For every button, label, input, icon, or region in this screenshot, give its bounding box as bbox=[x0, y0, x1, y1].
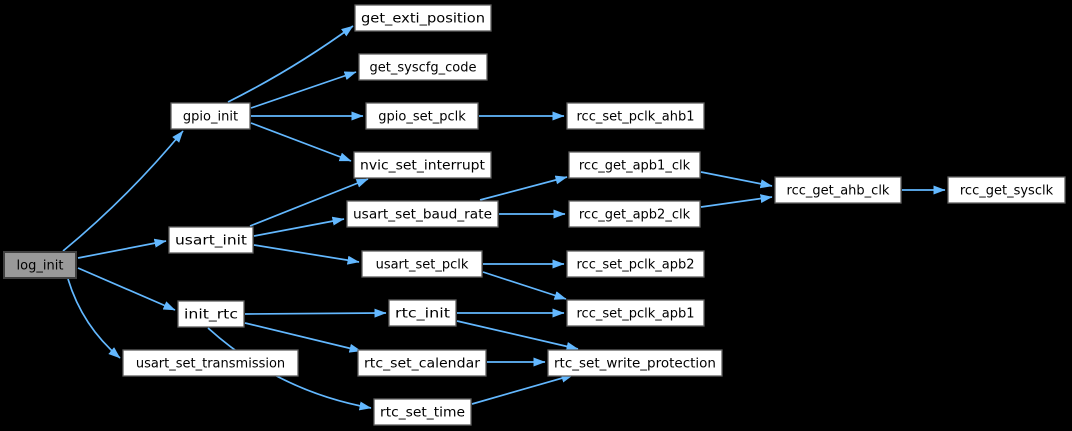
edge-init_rtc-to-rtc_init bbox=[244, 308, 387, 318]
edge-rcc_get_apb1_clk-to-rcc_get_ahb_clk bbox=[700, 171, 773, 189]
edge-gpio_init-to-get_syscfg_code bbox=[250, 71, 357, 109]
node-box-rcc_get_sysclk[interactable] bbox=[947, 176, 1066, 204]
node-rcc_get_apb1_clk[interactable]: rcc_get_apb1_clk bbox=[568, 151, 701, 179]
node-get_exti_position[interactable]: get_exti_position bbox=[354, 4, 492, 32]
node-gpio_init[interactable]: gpio_init bbox=[170, 102, 251, 130]
node-label-usart_set_pclk: usart_set_pclk bbox=[376, 258, 469, 273]
edge-rtc_init-to-rtc_set_write_protection bbox=[456, 320, 579, 351]
node-label-rcc_set_pclk_apb1: rcc_set_pclk_apb1 bbox=[576, 307, 694, 322]
node-nvic_set_interrupt[interactable]: nvic_set_interrupt bbox=[353, 151, 492, 179]
node-get_syscfg_code[interactable]: get_syscfg_code bbox=[358, 53, 488, 81]
node-label-rcc_get_ahb_clk: rcc_get_ahb_clk bbox=[787, 184, 890, 199]
node-label-rtc_set_calendar: rtc_set_calendar bbox=[364, 357, 481, 372]
node-box-usart_set_pclk[interactable] bbox=[361, 250, 483, 278]
node-rtc_set_calendar[interactable]: rtc_set_calendar bbox=[357, 349, 487, 377]
edge-log_init-to-gpio_init bbox=[62, 130, 184, 252]
node-label-get_exti_position: get_exti_position bbox=[361, 12, 485, 27]
node-box-rcc_set_pclk_apb1[interactable] bbox=[566, 299, 705, 327]
node-label-rtc_set_time: rtc_set_time bbox=[380, 406, 465, 421]
node-label-rcc_get_apb1_clk: rcc_get_apb1_clk bbox=[579, 159, 691, 174]
node-label-usart_set_transmission: usart_set_transmission bbox=[136, 357, 285, 372]
node-usart_init[interactable]: usart_init bbox=[168, 226, 254, 254]
edges-layer bbox=[62, 25, 946, 411]
edge-gpio_init-to-get_exti_position bbox=[227, 25, 354, 103]
node-label-rcc_set_pclk_apb2: rcc_set_pclk_apb2 bbox=[576, 258, 694, 273]
node-box-usart_set_baud_rate[interactable] bbox=[346, 200, 499, 228]
node-usart_set_pclk[interactable]: usart_set_pclk bbox=[361, 250, 483, 278]
node-box-gpio_set_pclk[interactable] bbox=[365, 102, 479, 130]
edge-usart_set_baud_rate-to-rcc_get_apb1_clk bbox=[479, 175, 568, 201]
node-label-nvic_set_interrupt: nvic_set_interrupt bbox=[360, 159, 485, 174]
node-box-usart_init[interactable] bbox=[168, 226, 254, 254]
node-label-init_rtc: init_rtc bbox=[184, 308, 238, 323]
node-label-rcc_set_pclk_ahb1: rcc_set_pclk_ahb1 bbox=[577, 110, 695, 125]
node-rcc_set_pclk_apb1[interactable]: rcc_set_pclk_apb1 bbox=[566, 299, 705, 327]
node-usart_set_transmission[interactable]: usart_set_transmission bbox=[122, 349, 299, 377]
edge-usart_init-to-nvic_set_interrupt bbox=[249, 178, 369, 227]
node-box-usart_set_transmission[interactable] bbox=[122, 349, 299, 377]
node-label-rcc_get_sysclk: rcc_get_sysclk bbox=[960, 184, 1054, 199]
edge-gpio_init-to-nvic_set_interrupt bbox=[250, 122, 352, 162]
node-log_init[interactable]: log_init bbox=[3, 251, 77, 279]
edge-init_rtc-to-rtc_set_time bbox=[207, 327, 372, 411]
node-label-gpio_init: gpio_init bbox=[183, 110, 238, 125]
edge-rtc_set_time-to-rtc_set_write_protection bbox=[471, 373, 574, 405]
node-box-init_rtc[interactable] bbox=[177, 300, 245, 328]
node-rtc_init[interactable]: rtc_init bbox=[388, 299, 457, 327]
node-box-rtc_init[interactable] bbox=[388, 299, 457, 327]
edge-usart_init-to-usart_set_baud_rate bbox=[253, 216, 345, 237]
node-label-get_syscfg_code: get_syscfg_code bbox=[370, 61, 477, 76]
node-label-usart_set_baud_rate: usart_set_baud_rate bbox=[353, 208, 492, 223]
node-box-get_syscfg_code[interactable] bbox=[358, 53, 488, 81]
edge-usart_set_pclk-to-rcc_set_pclk_apb1 bbox=[482, 271, 567, 300]
edge-rcc_get_apb2_clk-to-rcc_get_ahb_clk bbox=[700, 194, 773, 208]
node-box-gpio_init[interactable] bbox=[170, 102, 251, 130]
node-box-rcc_get_apb2_clk[interactable] bbox=[568, 200, 701, 228]
node-usart_set_baud_rate[interactable]: usart_set_baud_rate bbox=[346, 200, 499, 228]
node-box-rtc_set_write_protection[interactable] bbox=[547, 349, 723, 377]
node-box-rtc_set_time[interactable] bbox=[373, 398, 472, 426]
node-label-rcc_get_apb2_clk: rcc_get_apb2_clk bbox=[579, 208, 691, 223]
node-rcc_set_pclk_apb2[interactable]: rcc_set_pclk_apb2 bbox=[566, 250, 705, 278]
node-label-gpio_set_pclk: gpio_set_pclk bbox=[378, 110, 466, 125]
node-label-rtc_init: rtc_init bbox=[395, 307, 450, 322]
node-label-log_init: log_init bbox=[17, 259, 64, 274]
node-box-nvic_set_interrupt[interactable] bbox=[353, 151, 492, 179]
node-rcc_set_pclk_ahb1[interactable]: rcc_set_pclk_ahb1 bbox=[566, 102, 705, 130]
nodes-layer: log_initgpio_initusart_initinit_rtcusart… bbox=[3, 4, 1066, 426]
node-box-rcc_set_pclk_apb2[interactable] bbox=[566, 250, 705, 278]
node-rtc_set_write_protection[interactable]: rtc_set_write_protection bbox=[547, 349, 723, 377]
edge-log_init-to-init_rtc bbox=[77, 267, 176, 311]
node-box-rtc_set_calendar[interactable] bbox=[357, 349, 487, 377]
node-rcc_get_apb2_clk[interactable]: rcc_get_apb2_clk bbox=[568, 200, 701, 228]
node-box-rcc_get_ahb_clk[interactable] bbox=[774, 176, 902, 204]
edge-usart_init-to-usart_set_pclk bbox=[253, 244, 360, 265]
node-init_rtc[interactable]: init_rtc bbox=[177, 300, 245, 328]
edge-log_init-to-usart_set_transmission bbox=[67, 278, 121, 359]
node-rcc_get_ahb_clk[interactable]: rcc_get_ahb_clk bbox=[774, 176, 902, 204]
edge-init_rtc-to-rtc_set_calendar bbox=[244, 322, 362, 353]
edge-log_init-to-usart_init bbox=[77, 238, 167, 259]
node-box-rcc_set_pclk_ahb1[interactable] bbox=[566, 102, 705, 130]
node-rcc_get_sysclk[interactable]: rcc_get_sysclk bbox=[947, 176, 1066, 204]
node-box-get_exti_position[interactable] bbox=[354, 4, 492, 32]
node-box-log_init[interactable] bbox=[3, 251, 77, 279]
node-label-usart_init: usart_init bbox=[175, 234, 247, 249]
node-rtc_set_time[interactable]: rtc_set_time bbox=[373, 398, 472, 426]
node-box-rcc_get_apb1_clk[interactable] bbox=[568, 151, 701, 179]
node-gpio_set_pclk[interactable]: gpio_set_pclk bbox=[365, 102, 479, 130]
node-label-rtc_set_write_protection: rtc_set_write_protection bbox=[554, 357, 716, 372]
